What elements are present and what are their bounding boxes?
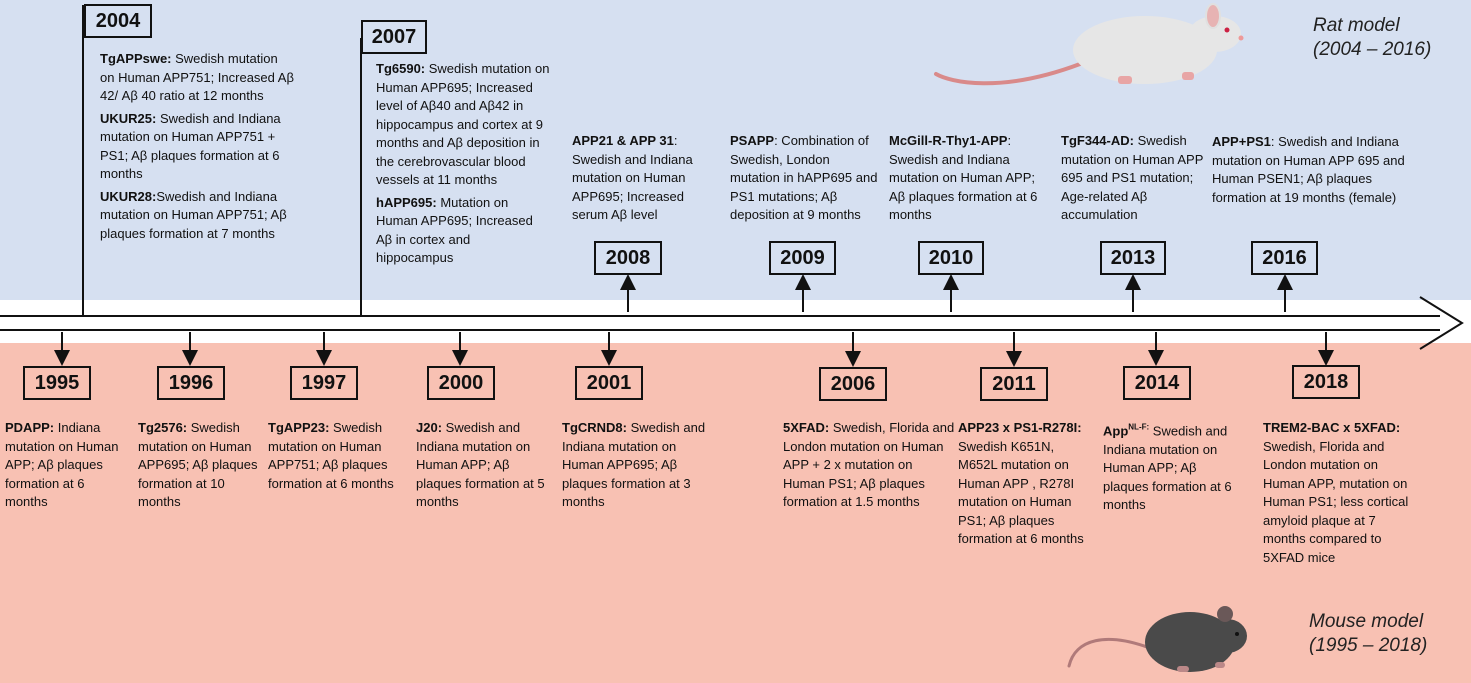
model-description: : Swedish and Indiana mutation on Human …: [1212, 134, 1405, 205]
year-box-1996: 1996: [157, 366, 225, 400]
model-name: Tg2576:: [138, 420, 188, 435]
year-box-2007: 2007: [361, 20, 427, 54]
model-description: Swedish and Indiana mutation on Human AP…: [100, 188, 287, 241]
model-name: APP21 & APP 31: [572, 133, 674, 148]
model-description: Swedish, Florida and London mutation on …: [1263, 438, 1409, 565]
mouse-entry-2001: TgCRND8: Swedish and Indiana mutation on…: [562, 419, 712, 512]
rat-entry-2016: APP+PS1: Swedish and Indiana mutation on…: [1212, 133, 1427, 211]
model-description: Swedish and Indiana mutation on Human AP…: [100, 110, 281, 182]
model-description: Swedish and Indiana mutation on Human AP…: [562, 420, 706, 509]
model-name: hAPP695:: [376, 194, 437, 210]
model-name: APP+PS1: [1212, 134, 1271, 149]
model-name-superscript: NL-F:: [1128, 423, 1150, 432]
year-box-2009: 2009: [769, 241, 836, 275]
mouse-model-range: (1995 – 2018): [1309, 635, 1428, 656]
rat-entry-2007: Tg6590: Swedish mutation on Human APP695…: [376, 60, 551, 272]
model-description: : Combination of Swedish, London mutatio…: [730, 133, 878, 222]
mouse-entry-1996: Tg2576: Swedish mutation on Human APP695…: [138, 419, 270, 512]
rat-model-title: Rat model: [1313, 15, 1400, 36]
timeline-arrow: [0, 296, 1464, 350]
year-box-2011: 2011: [980, 367, 1048, 401]
rat-entry-item: PSAPP: Combination of Swedish, London mu…: [730, 132, 880, 225]
mouse-model-title: Mouse model: [1309, 611, 1424, 632]
rat-entry-2004: TgAPPswe: Swedish mutation on Human APP7…: [100, 50, 295, 247]
model-description: Indiana mutation on Human APP; Aβ plaque…: [5, 420, 119, 509]
year-box-2006: 2006: [819, 367, 887, 401]
model-name: TgAPPswe:: [100, 51, 172, 66]
model-name: APP23 x PS1-R278I:: [958, 420, 1082, 435]
mouse-entry-2018: TREM2-BAC x 5XFAD: Swedish, Florida and …: [1263, 419, 1413, 567]
rat-entry-item: TgAPPswe: Swedish mutation on Human APP7…: [100, 50, 295, 106]
model-name: Tg6590:: [376, 61, 426, 76]
model-name: TgF344-AD:: [1061, 133, 1134, 148]
model-name: J20:: [416, 420, 443, 435]
rat-illustration-icon: [934, 3, 1244, 86]
rat-entry-2010: McGill-R-Thy1-APP: Swedish and Indiana m…: [889, 132, 1039, 229]
mouse-entry-2014: AppNL-F: Swedish and Indiana mutation on…: [1103, 419, 1243, 515]
year-box-2008: 2008: [594, 241, 662, 275]
model-description: Swedish and Indiana mutation on Human AP…: [1103, 423, 1232, 513]
model-name: 5XFAD:: [783, 420, 830, 435]
model-name: App: [1103, 423, 1129, 439]
model-description: : Swedish and Indiana mutation on Human …: [572, 133, 693, 222]
rat-entry-item: Tg6590: Swedish mutation on Human APP695…: [376, 60, 551, 190]
model-description: Swedish mutation on Human APP 695 and PS…: [1061, 133, 1204, 222]
model-name: McGill-R-Thy1-APP: [889, 133, 1008, 148]
year-box-1997: 1997: [290, 366, 358, 400]
rat-model-range: (2004 – 2016): [1313, 39, 1432, 60]
rat-entry-item: UKUR28:Swedish and Indiana mutation on H…: [100, 188, 295, 244]
mouse-illustration-icon: [1067, 606, 1247, 672]
year-box-2016: 2016: [1251, 241, 1318, 275]
rat-entry-item: TgF344-AD: Swedish mutation on Human APP…: [1061, 132, 1206, 225]
year-box-2001: 2001: [575, 366, 643, 400]
rat-entry-item: APP+PS1: Swedish and Indiana mutation on…: [1212, 133, 1427, 207]
mouse-entry-2006: 5XFAD: Swedish, Florida and London mutat…: [783, 419, 955, 512]
year-box-2014: 2014: [1123, 366, 1191, 400]
mouse-model-label: Mouse model (1995 – 2018): [1309, 610, 1427, 658]
model-description: Swedish mutation on Human APP751; Aβ pla…: [268, 420, 394, 491]
model-name: PDAPP:: [5, 420, 55, 435]
rat-entry-2013: TgF344-AD: Swedish mutation on Human APP…: [1061, 132, 1206, 229]
rat-entry-2009: PSAPP: Combination of Swedish, London mu…: [730, 132, 880, 229]
rat-entry-item: UKUR25: Swedish and Indiana mutation on …: [100, 110, 295, 184]
model-name: TgAPP23:: [268, 420, 330, 435]
year-box-1995: 1995: [23, 366, 91, 400]
model-description: Swedish K651N, M652L mutation on Human A…: [958, 438, 1084, 547]
year-box-2018: 2018: [1292, 365, 1360, 399]
year-box-2000: 2000: [427, 366, 495, 400]
model-description: Swedish mutation on Human APP751; Increa…: [100, 51, 294, 103]
model-description: Swedish, Florida and London mutation on …: [783, 420, 955, 509]
year-box-2004: 2004: [84, 4, 152, 38]
model-description: : Swedish and Indiana mutation on Human …: [889, 133, 1038, 222]
year-box-2010: 2010: [918, 241, 984, 275]
model-name: TgCRND8:: [562, 420, 627, 435]
model-description: Swedish mutation on Human APP695; Increa…: [376, 61, 550, 187]
model-name: UKUR28:: [100, 188, 157, 204]
rat-entry-item: McGill-R-Thy1-APP: Swedish and Indiana m…: [889, 132, 1039, 225]
rat-entry-2008: APP21 & APP 31: Swedish and Indiana muta…: [572, 132, 712, 229]
model-description: Swedish and Indiana mutation on Human AP…: [416, 420, 545, 509]
timeline-strip: [0, 300, 1471, 343]
model-description: Swedish mutation on Human APP695; Aβ pla…: [138, 420, 258, 509]
rat-entry-item: hAPP695: Mutation on Human APP695; Incre…: [376, 194, 551, 268]
model-name: UKUR25:: [100, 110, 157, 126]
mouse-entry-2000: J20: Swedish and Indiana mutation on Hum…: [416, 419, 554, 512]
mouse-entry-1997: TgAPP23: Swedish mutation on Human APP75…: [268, 419, 400, 493]
mouse-entry-2011: APP23 x PS1-R278I: Swedish K651N, M652L …: [958, 419, 1088, 549]
rat-model-band: [0, 0, 1471, 318]
year-box-2013: 2013: [1100, 241, 1166, 275]
rat-entry-item: APP21 & APP 31: Swedish and Indiana muta…: [572, 132, 712, 225]
model-name: PSAPP: [730, 133, 775, 148]
mouse-entry-1995: PDAPP: Indiana mutation on Human APP; Aβ…: [5, 419, 130, 512]
rat-model-label: Rat model (2004 – 2016): [1313, 14, 1431, 62]
model-description: Mutation on Human APP695; Increased Aβ i…: [376, 194, 533, 266]
model-name: TREM2-BAC x 5XFAD:: [1263, 420, 1401, 435]
